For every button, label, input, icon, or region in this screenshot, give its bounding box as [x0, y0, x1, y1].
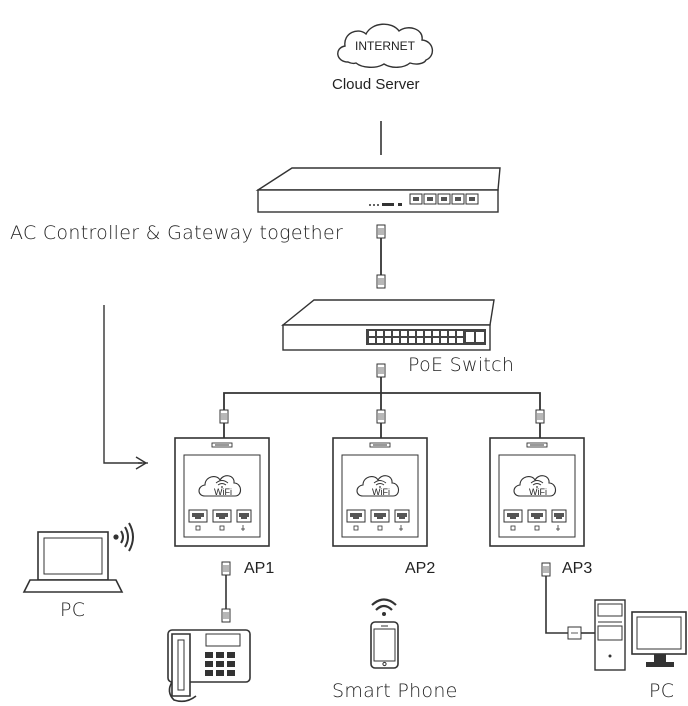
wireless-signal-icon [113, 522, 134, 552]
desktop-pc-label: PC [649, 680, 675, 702]
smart-phone-label: Smart Phone [332, 680, 458, 702]
ethernet-cable [376, 224, 386, 289]
laptop-pc-label: PC [60, 599, 86, 621]
ap2-label: AP2 [405, 560, 436, 577]
telephone-cable [221, 561, 231, 623]
ap2-wifi-badge: WiFi [372, 487, 390, 497]
phone-wifi-icon [371, 598, 397, 616]
poe-switch-label: PoE Switch [408, 354, 515, 376]
poe-switch-device [281, 299, 495, 351]
distribution-cables [219, 363, 545, 438]
smartphone-icon [370, 621, 399, 669]
ap3-wifi-badge: WiFi [529, 487, 547, 497]
desktop-pc-icon [594, 599, 687, 671]
incoming-cable [103, 305, 148, 470]
ap3-label: AP3 [562, 560, 593, 577]
laptop-icon [22, 531, 124, 593]
cloud-server-label: Cloud Server [332, 76, 420, 93]
cloud-text: INTERNET [355, 39, 415, 53]
ap1-label: AP1 [244, 560, 275, 577]
telephone-icon [167, 629, 251, 703]
pc-cable [541, 562, 595, 640]
ap1-wifi-badge: WiFi [214, 487, 232, 497]
gateway-label: AC Controller & Gateway together [10, 222, 344, 244]
cloud-icon [337, 23, 433, 68]
gateway-device [255, 167, 501, 213]
